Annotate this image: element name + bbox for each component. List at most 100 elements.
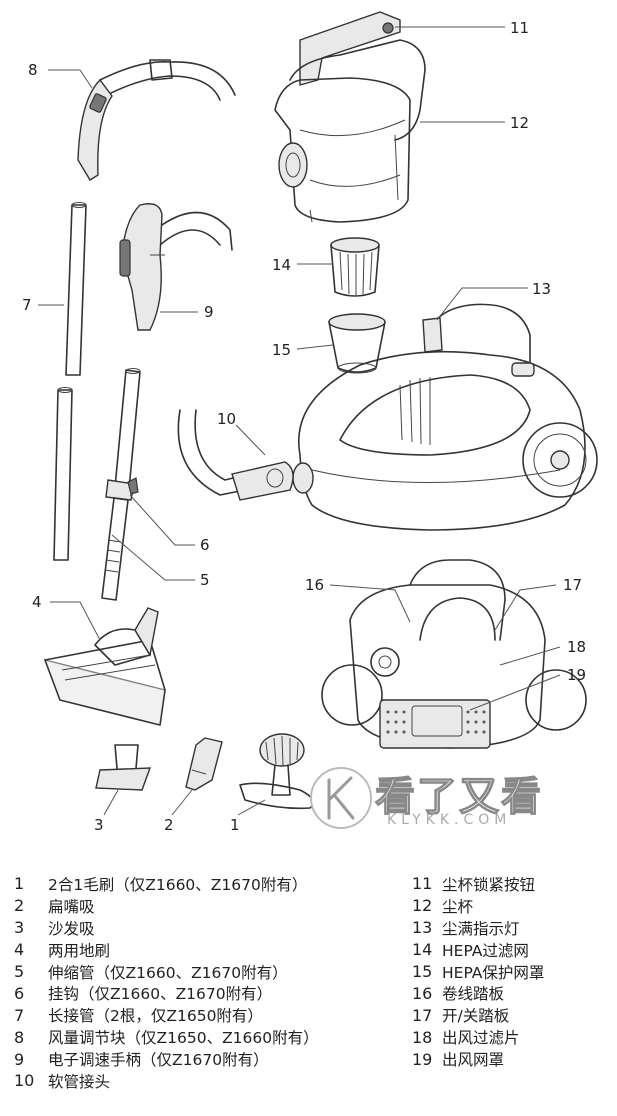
rear-view-drawing	[321, 559, 587, 749]
watermark-logo-icon	[310, 767, 372, 829]
exploded-parts-diagram: 1 2 3 4 5 6 7 8 9 10 11 12 13 14 15 16 1…	[22, 11, 598, 834]
legend-column-right: 11 尘杯锁紧按钮 12 尘杯 13 尘满指示灯 14 HEPA过滤网 15 HEPA保护…	[412, 873, 612, 1070]
legend-item: 6 挂钩（仅Z1660、Z1670附有）	[14, 982, 414, 1004]
legend-item: 5 伸缩管（仅Z1660、Z1670附有）	[14, 961, 414, 983]
callout-3: 3	[94, 816, 104, 834]
hepa-cover-drawing	[328, 313, 386, 374]
legend-number: 12	[412, 896, 433, 916]
long-tubes-drawing	[53, 202, 87, 561]
legend-number: 1	[14, 874, 25, 894]
hose-connector-drawing	[177, 409, 294, 501]
callout-labels: 1 2 3 4 5 6 7 8 9 10 11 12 13 14 15 16 1…	[22, 19, 586, 834]
callout-5: 5	[200, 571, 210, 589]
legend-number: 14	[412, 940, 433, 960]
legend-number: 8	[14, 1027, 25, 1047]
legend-label: 长接管（2根，仅Z1650附有）	[48, 1007, 263, 1026]
legend-number: 18	[412, 1027, 433, 1047]
legend-item: 12 尘杯	[412, 895, 612, 917]
legend-item: 2 扁嘴吸	[14, 895, 414, 917]
callout-11: 11	[510, 19, 529, 37]
legend-item: 18 出风过滤片	[412, 1026, 612, 1048]
crevice-tool-drawing	[185, 737, 223, 791]
callout-17: 17	[563, 576, 582, 594]
legend-item: 19 出风网罩	[412, 1048, 612, 1070]
legend-number: 4	[14, 940, 25, 960]
callout-16: 16	[305, 576, 324, 594]
legend-number: 15	[412, 962, 433, 981]
legend-label: 挂钩（仅Z1660、Z1670附有）	[48, 985, 273, 1004]
legend-item: 10 软管接头	[14, 1070, 414, 1092]
hose-handle-8-drawing	[77, 59, 236, 181]
legend-item: 16 卷线踏板	[412, 982, 612, 1004]
legend-number: 17	[412, 1005, 433, 1025]
legend-label: 风量调节块（仅Z1650、Z1660附有）	[48, 1029, 319, 1048]
legend-label: 出风网罩	[442, 1051, 505, 1070]
legend-label: 2合1毛刷（仅Z1660、Z1670附有）	[48, 875, 308, 894]
legend-item: 9 电子调速手柄（仅Z1670附有）	[14, 1048, 414, 1070]
legend-number: 7	[14, 1005, 25, 1025]
legend-item: 17 开/关踏板	[412, 1004, 612, 1026]
dust-cup-lock-button-shape	[382, 22, 394, 34]
callout-14: 14	[272, 256, 291, 274]
legend-label: HEPA过滤网	[442, 941, 529, 960]
callout-18: 18	[567, 638, 586, 656]
legend-number: 16	[412, 983, 433, 1003]
legend-number: 2	[14, 896, 25, 916]
callout-8: 8	[28, 61, 38, 79]
callout-13: 13	[532, 280, 551, 298]
legend-label: HEPA保护网罩	[442, 963, 545, 982]
legend-label: 开/关踏板	[442, 1007, 510, 1026]
legend-column-left: 1 2合1毛刷（仅Z1660、Z1670附有） 2 扁嘴吸 3 沙发吸 4 两用地刷 5…	[14, 873, 414, 1092]
floor-brush-drawing	[43, 607, 166, 726]
callout-1: 1	[230, 816, 240, 834]
callout-4: 4	[32, 593, 42, 611]
dust-cup-drawing	[274, 11, 426, 223]
two-in-one-brush-drawing	[239, 733, 315, 810]
legend-label: 出风过滤片	[442, 1029, 520, 1048]
parts-legend: 1 2合1毛刷（仅Z1660、Z1670附有） 2 扁嘴吸 3 沙发吸 4 两用地刷 5…	[0, 873, 617, 1113]
callout-15: 15	[272, 341, 291, 359]
legend-number: 10	[14, 1071, 35, 1091]
callout-10: 10	[217, 410, 236, 428]
legend-item: 14 HEPA过滤网	[412, 939, 612, 961]
legend-label: 尘杯	[442, 897, 474, 916]
callout-19: 19	[567, 666, 586, 684]
legend-number: 6	[14, 983, 25, 1003]
callout-6: 6	[200, 536, 210, 554]
legend-label: 扁嘴吸	[48, 897, 95, 916]
legend-label: 伸缩管（仅Z1660、Z1670附有）	[48, 963, 288, 982]
leader-lines	[38, 26, 561, 816]
legend-label: 尘杯锁紧按钮	[442, 875, 536, 894]
legend-item: 13 尘满指示灯	[412, 917, 612, 939]
legend-item: 15 HEPA保护网罩	[412, 961, 612, 983]
legend-label: 卷线踏板	[442, 985, 505, 1004]
legend-number: 5	[14, 962, 25, 981]
main-body-drawing	[292, 303, 598, 531]
callout-12: 12	[510, 114, 529, 132]
site-watermark: 看了又看 KLYKK.COM	[305, 760, 595, 840]
legend-number: 13	[412, 918, 433, 938]
sofa-tool-drawing	[95, 744, 152, 791]
legend-item: 1 2合1毛刷（仅Z1660、Z1670附有）	[14, 873, 414, 895]
legend-number: 19	[412, 1049, 433, 1069]
watermark-url: KLYKK.COM	[387, 812, 512, 828]
telescopic-tube-drawing	[101, 368, 141, 601]
legend-label: 两用地刷	[48, 941, 111, 960]
electronic-handle-drawing	[119, 203, 233, 331]
legend-label: 尘满指示灯	[442, 919, 520, 938]
legend-item: 11 尘杯锁紧按钮	[412, 873, 612, 895]
callout-9: 9	[204, 303, 214, 321]
legend-item: 4 两用地刷	[14, 939, 414, 961]
legend-item: 8 风量调节块（仅Z1650、Z1660附有）	[14, 1026, 414, 1048]
legend-number: 11	[412, 874, 433, 894]
legend-item: 7 长接管（2根，仅Z1650附有）	[14, 1004, 414, 1026]
legend-label: 沙发吸	[48, 919, 95, 938]
legend-number: 9	[14, 1049, 25, 1069]
hepa-filter-drawing	[330, 237, 380, 297]
legend-item: 3 沙发吸	[14, 917, 414, 939]
legend-number: 3	[14, 918, 25, 938]
watermark-text: 看了又看	[374, 773, 543, 820]
legend-label: 电子调速手柄（仅Z1670附有）	[48, 1051, 269, 1070]
legend-label: 软管接头	[48, 1072, 111, 1091]
callout-2: 2	[164, 816, 174, 834]
